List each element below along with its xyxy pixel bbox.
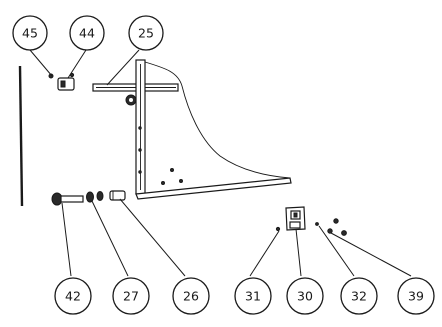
- leader-39: [330, 232, 412, 277]
- callout-label: 42: [65, 289, 81, 304]
- callout-label: 30: [297, 289, 313, 304]
- callout-label: 31: [245, 289, 261, 304]
- callout-label: 25: [138, 26, 154, 41]
- callout-39: 39: [397, 277, 435, 315]
- callout-label: 27: [123, 289, 139, 304]
- callout-31: 31: [234, 277, 272, 315]
- leader-30: [295, 228, 302, 277]
- callout-label: 39: [408, 289, 424, 304]
- leader-32: [318, 225, 355, 277]
- bolt-assembly: [51, 190, 126, 206]
- callout-44: 44: [69, 15, 105, 51]
- leader-44: [67, 49, 87, 79]
- hinge-bracket-assembly: [275, 206, 347, 236]
- callout-25: 25: [128, 15, 164, 51]
- callout-26: 26: [172, 277, 210, 315]
- callout-label: 32: [351, 289, 367, 304]
- callout-42: 42: [54, 277, 92, 315]
- top-bracket-part: [48, 72, 75, 91]
- callout-45: 45: [12, 15, 48, 51]
- callout-30: 30: [286, 277, 324, 315]
- callout-27: 27: [112, 277, 150, 315]
- leader-26: [119, 198, 186, 277]
- leader-45: [29, 49, 53, 77]
- leader-31: [249, 230, 280, 277]
- leader-25: [106, 49, 140, 86]
- callout-label: 44: [79, 26, 95, 41]
- vertical-rod: [18, 65, 24, 207]
- callout-32: 32: [340, 277, 378, 315]
- leader-27: [91, 200, 129, 277]
- sail-frame: [92, 59, 292, 200]
- callout-label: 26: [183, 289, 199, 304]
- callout-label: 45: [22, 26, 38, 41]
- leader-42: [61, 202, 72, 277]
